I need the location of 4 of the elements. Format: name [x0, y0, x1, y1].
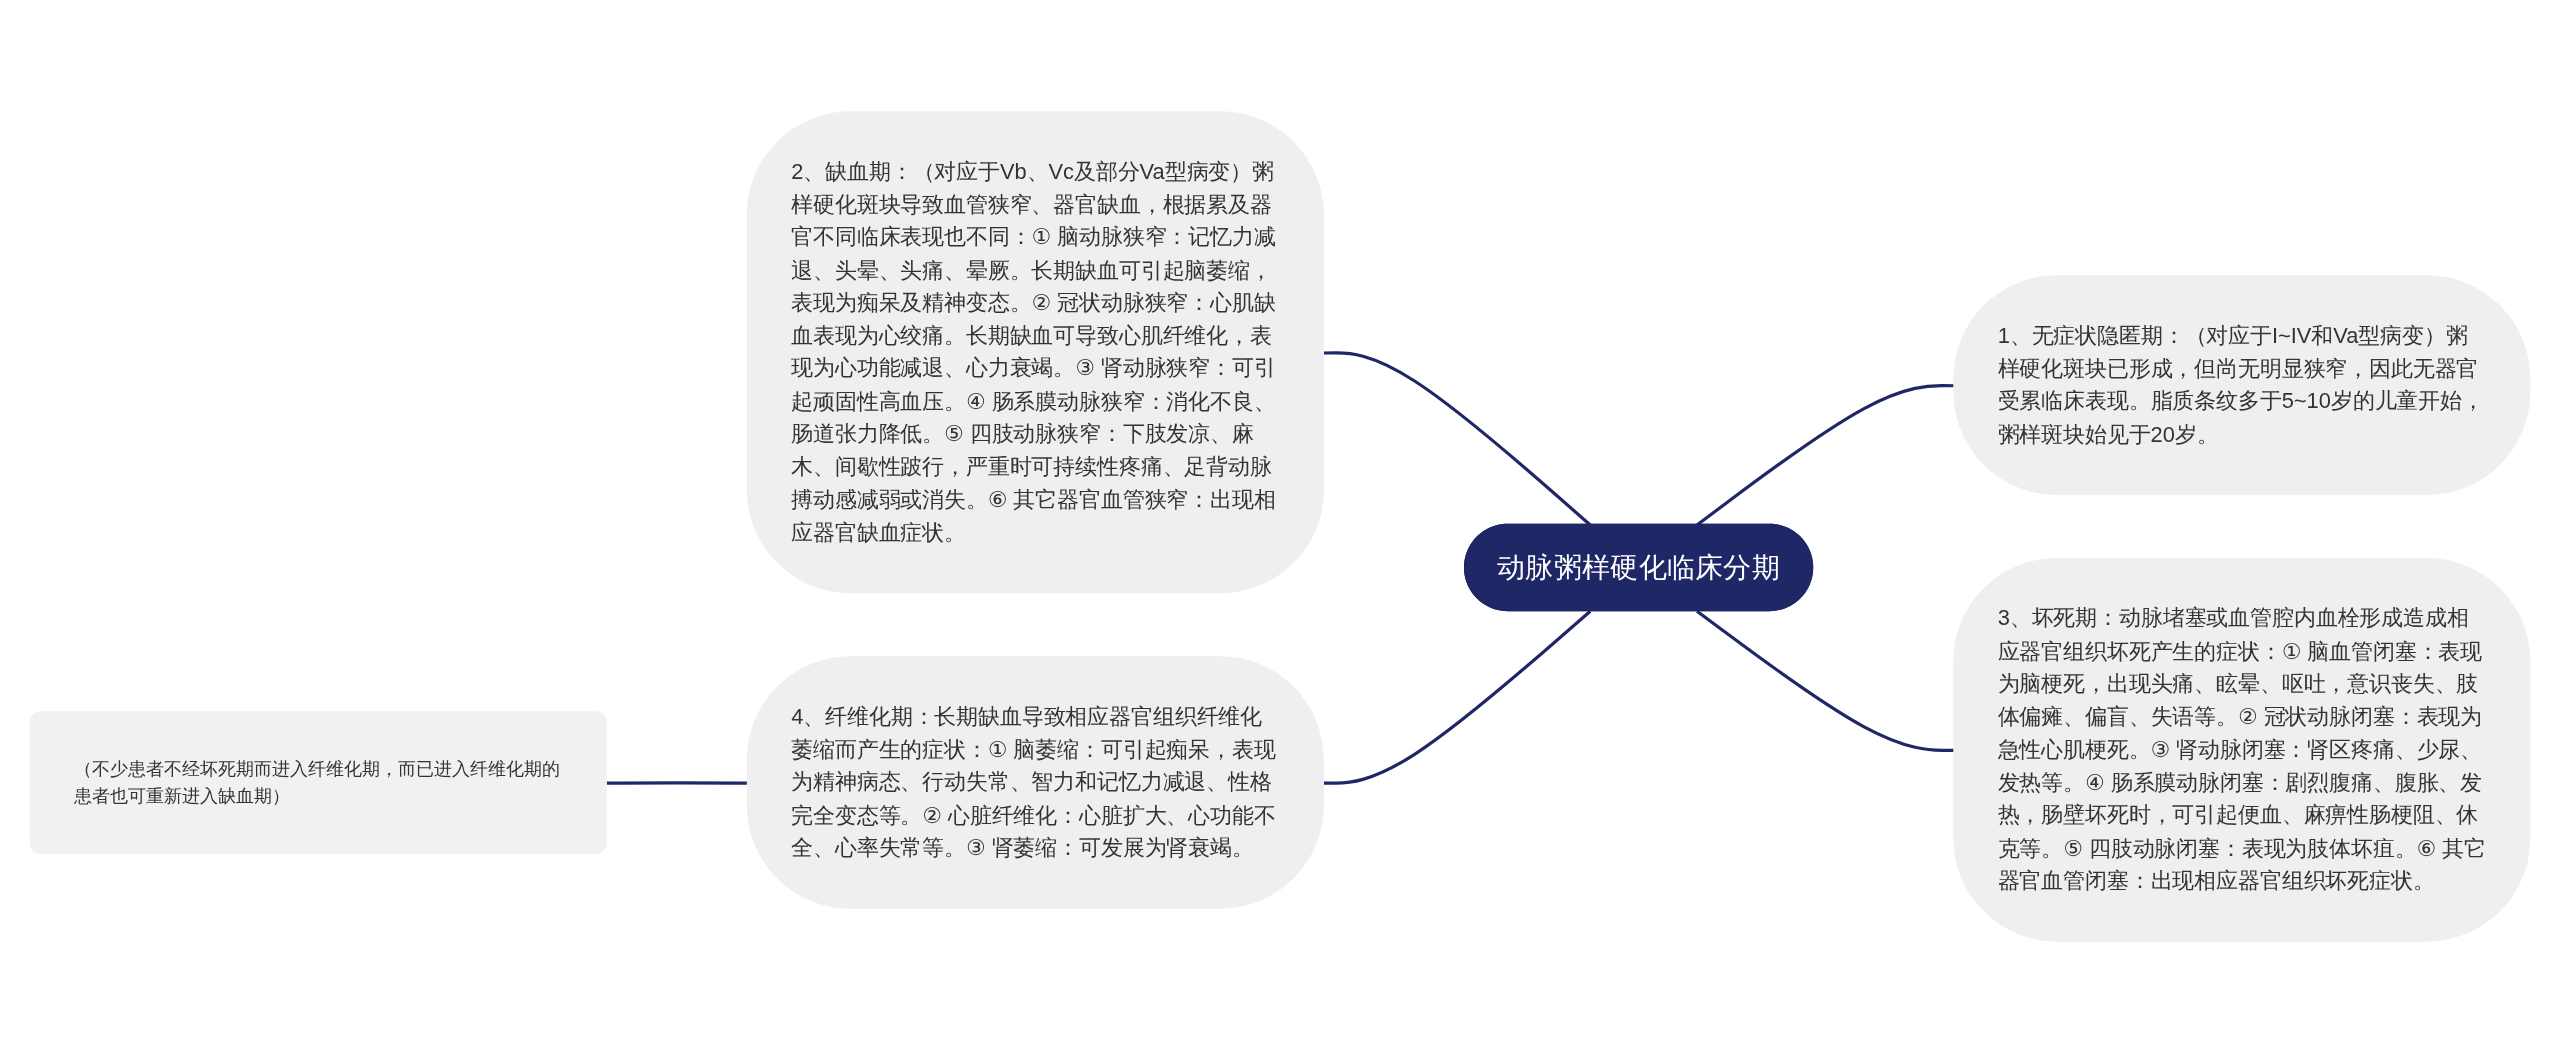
connector	[1323, 609, 1592, 785]
node-box: 2、缺血期：（对应于Vb、Vc及部分Va型病变）粥样硬化斑块导致血管狭窄、器官缺血，根据累及器官不同临床表现也不同：① 脑动脉狭窄：记忆力减退、头晕、头痛、晕厥。长期缺血可引起脑萎缩，表现为痴呆及精神变态。② 冠状动脉狭窄：心肌缺血表现为心绞痛。长期缺血可导致心肌纤维化，表现为心功能减退、心力衰竭。③ 肾动脉狭窄：可引起顽固性高血压。④ 肠系膜动脉狭窄：消化不良、肠道张力降低。⑤ 四肢动脉狭窄：下肢发凉、麻木、间歇性跛行，严重时可持续性疼痛、足背动脉搏动感减弱或消失。⑥ 其它器官血管狭窄：出现相应器官缺血症状。	[746, 111, 1324, 594]
node-box: （不少患者不经坏死期而进入纤维化期，而已进入纤维化期的患者也可重新进入缺血期）	[29, 711, 607, 854]
node-box: 3、坏死期：动脉堵塞或血管腔内血栓形成造成相应器官组织坏死产生的症状：① 脑血管闭塞：表现为脑梗死，出现头痛、眩晕、呕吐，意识丧失、肢体偏瘫、偏盲、失语等。② 冠状动脉闭塞：表现为急性心肌梗死。③ 肾动脉闭塞：肾区疼痛、少尿、发热等。④ 肠系膜动脉闭塞：剧烈腹痛、腹胀、发热，肠壁坏死时，可引起便血、麻痹性肠梗阻、休克等。⑤ 四肢动脉闭塞：表现为肢体坏疽。⑥ 其它器官血管闭塞：出现相应器官组织坏死症状。	[1953, 558, 2531, 942]
